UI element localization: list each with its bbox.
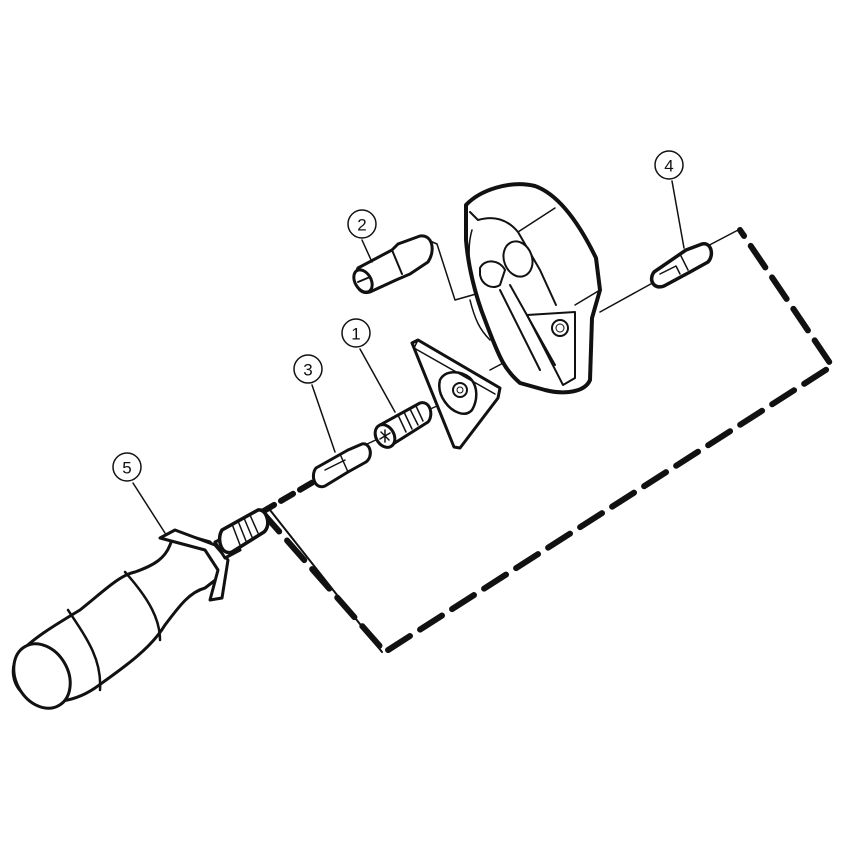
insert-screw [373,401,433,449]
torque-handle [11,508,270,710]
callout-3-label: 3 [303,361,312,380]
insert-seat-body [464,182,602,395]
callout-1-label: 1 [351,325,360,344]
callout-2-label: 2 [357,216,366,235]
cutting-insert [410,338,502,450]
callout-5-label: 5 [122,459,131,478]
callout-1: 1 [341,318,371,348]
callout-3: 3 [293,354,323,384]
key-bit-small [311,442,372,489]
dashed-connection-path [259,227,835,655]
callout-leaders [132,180,685,534]
key-bit-large [649,242,714,289]
callout-5: 5 [112,452,142,482]
shim-pin [352,234,434,295]
callout-2: 2 [347,209,377,239]
callout-4: 4 [654,150,684,180]
callout-4-label: 4 [664,157,673,176]
